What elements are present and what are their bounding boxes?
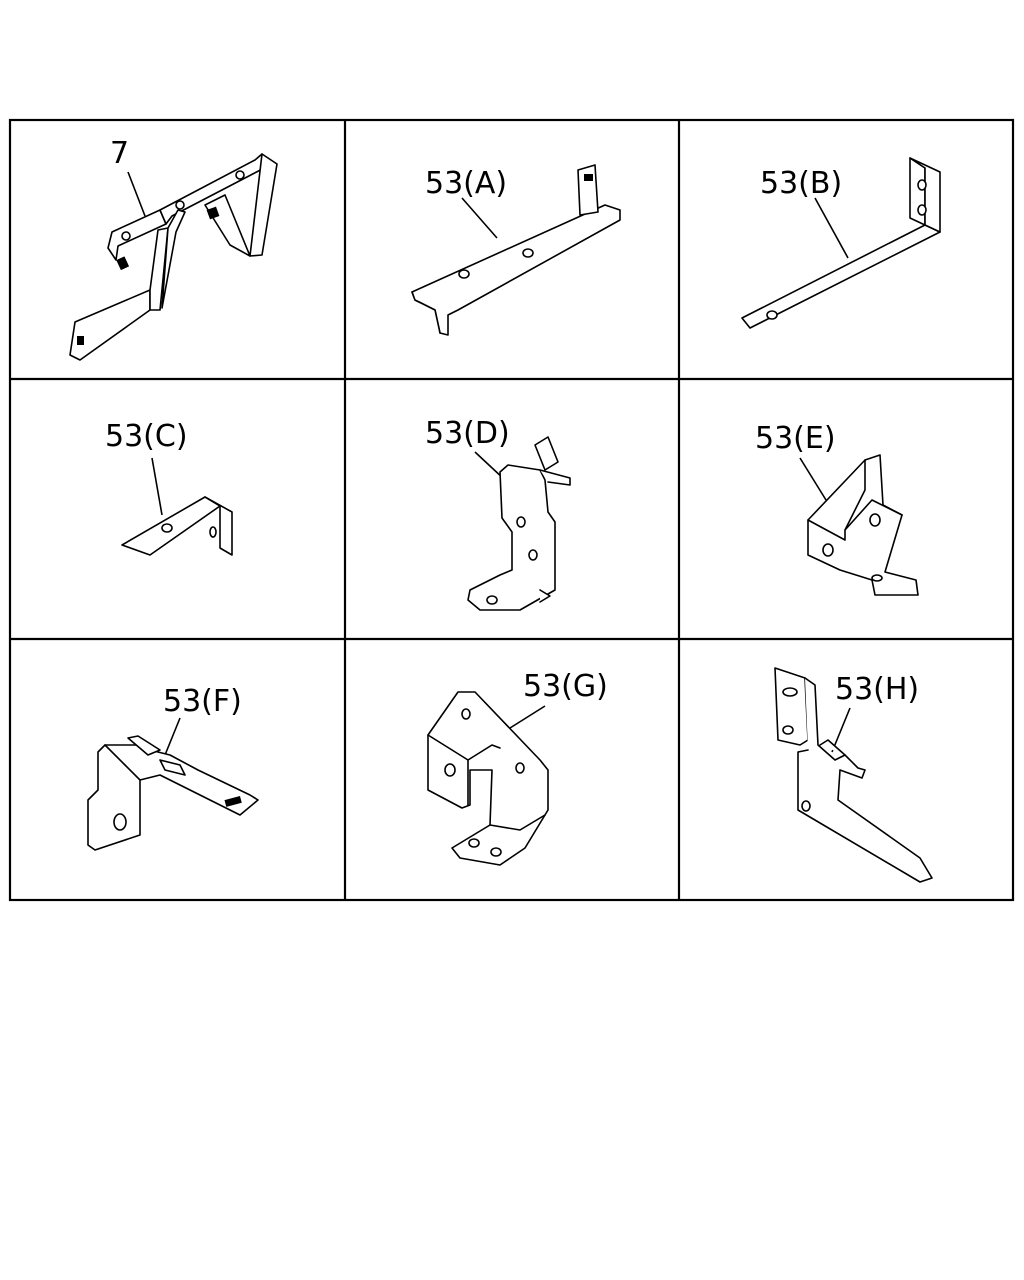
part-label-7: 7: [110, 136, 129, 171]
bracket-53c-drawing: [121, 496, 233, 556]
bracket-53b-drawing: [741, 157, 941, 329]
bracket-53h-drawing: [774, 667, 933, 883]
cell-part-53b: 53(B): [741, 157, 941, 329]
part-label-53h: 53(H): [835, 672, 919, 707]
cell-part-53f: 53(F): [87, 684, 259, 851]
cell-part-53h: 53(H): [774, 667, 933, 883]
cell-part-53g: 53(G): [427, 669, 608, 866]
part-label-53a: 53(A): [425, 166, 507, 201]
cell-part-53d: 53(D): [425, 416, 571, 611]
cell-part-7: 7: [69, 136, 278, 361]
bracket-53e-drawing: [807, 454, 919, 596]
cell-part-53c: 53(C): [105, 419, 233, 556]
cell-part-53e: 53(E): [755, 421, 919, 596]
part-label-53f: 53(F): [163, 684, 242, 719]
bracket-53d-drawing: [467, 436, 571, 611]
bracket-7-drawing: [69, 153, 278, 361]
bracket-53a-drawing: [411, 164, 621, 336]
bracket-53g-drawing: [427, 691, 549, 866]
grid-frame: [8, 118, 1015, 902]
part-label-53c: 53(C): [105, 419, 188, 454]
bracket-53f-drawing: [87, 735, 259, 851]
part-label-53g: 53(G): [523, 669, 608, 704]
part-label-53d: 53(D): [425, 416, 510, 451]
part-label-53b: 53(B): [760, 166, 842, 201]
part-label-53e: 53(E): [755, 421, 836, 456]
cell-part-53a: 53(A): [411, 164, 621, 336]
